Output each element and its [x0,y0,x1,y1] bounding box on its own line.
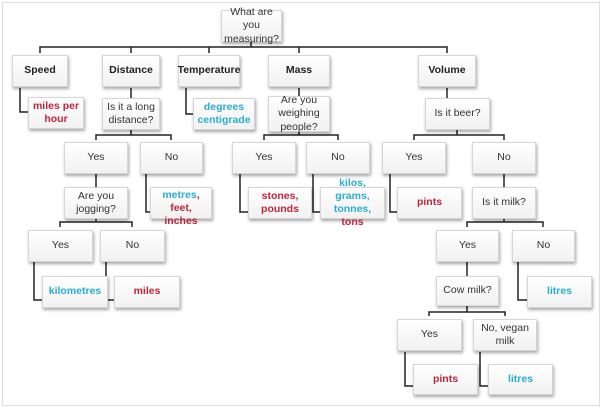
metres-text: metres [162,189,197,201]
mass-yes-answer: stones, pounds [248,187,312,219]
cow-yes: Yes [397,319,462,351]
category-temperature: Temperature [178,55,240,87]
kilos-grams-text: kilos, grams, [335,176,370,202]
volume-no: No [472,142,536,174]
distance-yes: Yes [64,142,128,174]
milk-question: Is it milk? [472,187,536,219]
distance-question: Is it a long distance? [102,98,160,130]
feet-text: feet, [170,202,192,215]
category-speed: Speed [12,55,68,87]
jogging-yes: Yes [28,230,93,262]
category-mass: Mass [268,55,330,87]
tonnes-text: tonnes, [333,203,372,215]
mass-question: Are you weighing people? [268,94,330,133]
volume-question: Is it beer? [425,98,490,130]
inches-text: inches [164,215,198,228]
cow-yes-answer: pints [413,364,478,395]
temperature-answer: degrees centigrade [193,98,255,130]
root-question: What are you measuring? [221,6,282,45]
distance-no: No [140,142,203,174]
cow-no: No, vegan milk [473,319,537,351]
cow-no-answer: litres [488,364,553,395]
cow-milk-question: Cow milk? [436,276,499,306]
speed-answer: miles per hour [28,97,84,129]
jogging-no: No [100,230,165,262]
milk-no: No [512,230,575,262]
jogging-no-answer: miles [114,276,180,308]
tons-text: tons [341,216,364,229]
category-volume: Volume [418,55,476,87]
frame [2,2,600,406]
milk-no-answer: litres [527,276,592,308]
beer-yes-answer: pints [397,187,462,219]
mass-no: No [306,142,370,174]
milk-yes: Yes [436,230,499,262]
mass-no-answer: kilos, grams,tonnes, tons [320,177,385,228]
jogging-question: Are you jogging? [64,187,128,219]
volume-yes: Yes [382,142,446,174]
jogging-yes-answer: kilometres [42,276,108,308]
distance-no-answer: metres, feet,inches [150,187,212,227]
mass-yes: Yes [232,142,296,174]
category-distance: Distance [102,55,160,87]
